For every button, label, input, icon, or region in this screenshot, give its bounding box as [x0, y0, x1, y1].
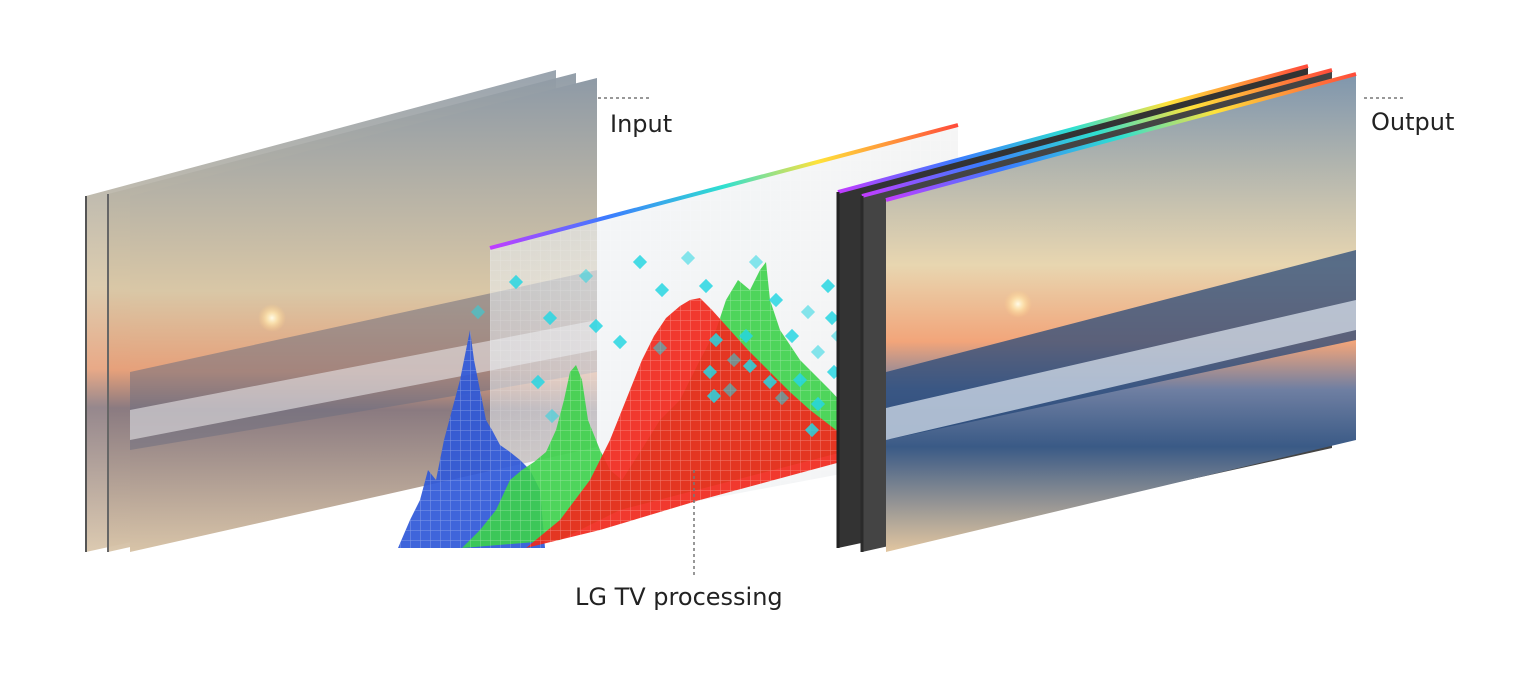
processing-dot	[542, 310, 558, 326]
processing-dot	[820, 278, 836, 294]
input-sun	[258, 304, 286, 332]
output-frame-stack	[836, 64, 1357, 552]
processing-dot	[810, 396, 826, 412]
processing-dot	[508, 274, 524, 290]
processing-dot	[654, 282, 670, 298]
processing-dot	[774, 390, 790, 406]
processing-rainbow-edge	[489, 123, 959, 250]
histograms	[398, 262, 858, 548]
processing-dot	[698, 278, 714, 294]
processing-dot	[768, 292, 784, 308]
processing-dot	[470, 304, 486, 320]
processing-dot	[738, 328, 754, 344]
processing-dot	[588, 318, 604, 334]
processing-dot	[800, 304, 816, 320]
processing-dot	[810, 344, 826, 360]
output-label: Output	[1371, 108, 1455, 136]
processing-dot	[748, 254, 764, 270]
processing-dot	[708, 332, 724, 348]
processing-label: LG TV processing	[575, 583, 783, 611]
processing-dot	[706, 388, 722, 404]
processing-dot	[824, 310, 840, 326]
processing-dot	[680, 250, 696, 266]
input-wave	[130, 320, 597, 440]
leader-lines	[598, 97, 1404, 578]
processing-dot	[544, 408, 560, 424]
processing-dot	[726, 352, 742, 368]
processing-dot	[784, 328, 800, 344]
output-sun	[1004, 290, 1032, 318]
processing-dot	[742, 358, 758, 374]
processing-dot	[530, 374, 546, 390]
input-label: Input	[610, 110, 673, 138]
processing-dot	[804, 422, 820, 438]
processing-dots	[470, 250, 846, 438]
processing-dot	[722, 382, 738, 398]
processing-dot	[612, 334, 628, 350]
processing-dot	[792, 372, 808, 388]
processing-dot	[652, 340, 668, 356]
output-wave	[886, 300, 1356, 440]
processing-dot	[632, 254, 648, 270]
processing-dot	[578, 268, 594, 284]
processing-dot	[702, 364, 718, 380]
processing-dot	[762, 374, 778, 390]
